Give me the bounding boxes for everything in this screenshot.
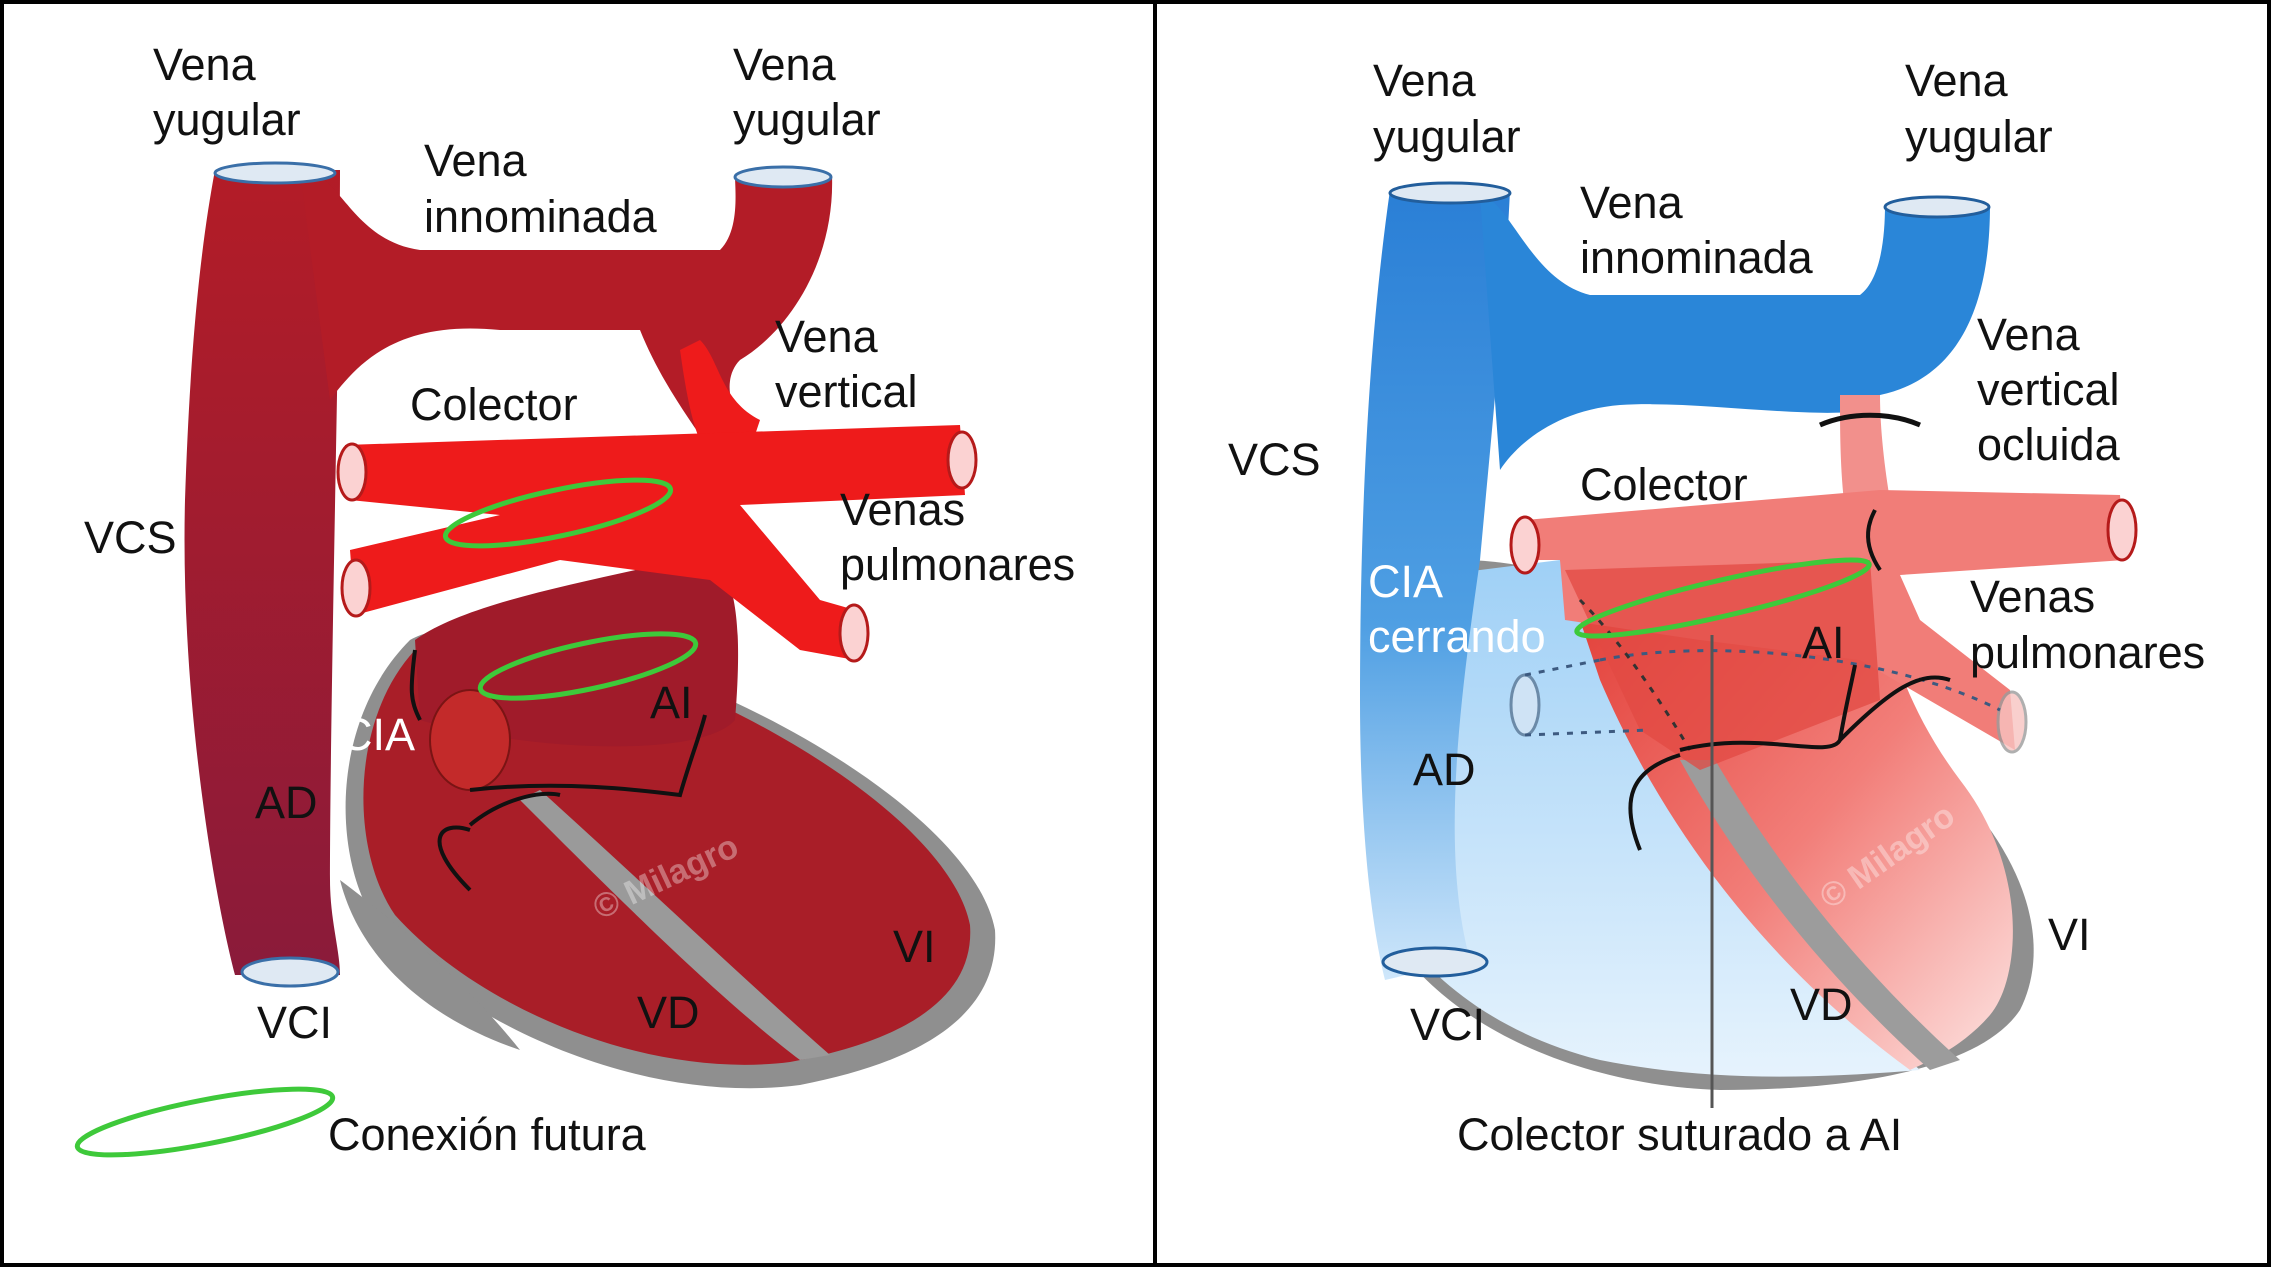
right-jugular-opening-2 bbox=[1883, 195, 1991, 219]
right-septum bbox=[1680, 760, 1960, 1070]
left-label-innominate-1: Vena bbox=[424, 135, 528, 186]
right-pulm-vein-opening-3 bbox=[1996, 690, 2028, 754]
left-label-jugular-left-1: Vena bbox=[153, 39, 257, 90]
left-jugular-opening-2 bbox=[733, 165, 833, 189]
left-pulm-vein-opening-3 bbox=[340, 558, 372, 618]
right-label-asd-2: cerrando bbox=[1368, 611, 1546, 662]
right-jugular-opening-1 bbox=[1388, 181, 1512, 205]
left-pulm-vein-opening-1 bbox=[336, 442, 368, 502]
right-label-asd-1: CIA bbox=[1368, 556, 1443, 607]
right-label-pulmonary-2: pulmonares bbox=[1970, 627, 2205, 678]
left-pulm-vein-opening-4 bbox=[838, 603, 870, 663]
right-panel: © Milagro Vena yugular Vena yugular Vena… bbox=[1228, 55, 2205, 1160]
right-la-region bbox=[1565, 560, 1880, 770]
right-label-jugular-left-2: yugular bbox=[1373, 111, 1521, 162]
right-av-valve-line bbox=[1679, 664, 1857, 752]
right-la-wall bbox=[1866, 509, 1882, 572]
left-heart-body bbox=[363, 638, 971, 1065]
right-mitral-line bbox=[1838, 675, 1951, 742]
left-asd bbox=[429, 689, 511, 791]
left-label-jugular-left-2: yugular bbox=[153, 94, 301, 145]
right-label-rv: VD bbox=[1790, 979, 1853, 1030]
right-label-innominate-1: Vena bbox=[1580, 177, 1684, 228]
left-pulm-vein-opening-2 bbox=[946, 430, 978, 490]
left-av-valve-line bbox=[469, 714, 707, 798]
right-pulm-vein-opening-1 bbox=[1509, 515, 1541, 575]
right-label-jugular-right-1: Vena bbox=[1905, 55, 2009, 106]
right-label-ivc: VCI bbox=[1410, 999, 1485, 1050]
left-panel: © Milagro Vena yugular Vena yugular Vena… bbox=[74, 39, 1075, 1160]
left-label-vertical-2: vertical bbox=[775, 366, 918, 417]
right-svc-ivc bbox=[1360, 190, 1510, 980]
left-label-rv: VD bbox=[637, 987, 700, 1038]
right-tricuspid-line bbox=[1628, 753, 1681, 851]
right-label-vertical-2: vertical bbox=[1977, 364, 2120, 415]
left-septum bbox=[520, 790, 830, 1060]
left-label-asd: CIA bbox=[340, 709, 415, 760]
right-label-innominate-2: innominada bbox=[1580, 232, 1814, 283]
left-mitral-line bbox=[468, 791, 561, 827]
left-ivc-opening bbox=[240, 956, 340, 988]
left-label-pulmonary-1: Venas bbox=[840, 484, 965, 535]
left-label-innominate-2: innominada bbox=[424, 191, 658, 242]
left-label-pulmonary-2: pulmonares bbox=[840, 539, 1075, 590]
left-collector bbox=[345, 425, 965, 660]
left-rv-wall bbox=[340, 880, 520, 1050]
right-label-pulmonary-1: Venas bbox=[1970, 571, 2095, 622]
left-label-lv: VI bbox=[893, 921, 936, 972]
left-label-collector: Colector bbox=[410, 379, 578, 430]
right-collector-marker bbox=[1574, 557, 1872, 639]
legend-label: Conexión futura bbox=[328, 1109, 647, 1160]
right-label-vertical-1: Vena bbox=[1977, 309, 2081, 360]
right-label-ra: AD bbox=[1413, 744, 1476, 795]
left-label-svc: VCS bbox=[84, 512, 177, 563]
right-label-lv: VI bbox=[2048, 909, 2091, 960]
right-label-la: AI bbox=[1802, 617, 1845, 668]
right-ligature bbox=[1819, 412, 1921, 428]
left-tricuspid-line bbox=[437, 825, 472, 892]
right-ivc-opening bbox=[1381, 946, 1489, 978]
right-label-jugular-right-2: yugular bbox=[1905, 111, 2053, 162]
left-label-la: AI bbox=[650, 677, 693, 728]
left-collector-marker bbox=[442, 477, 674, 549]
right-label-collector: Colector bbox=[1580, 459, 1748, 510]
left-ra-wall bbox=[409, 649, 422, 721]
left-jugular-opening-1 bbox=[213, 161, 337, 185]
left-label-ivc: VCI bbox=[257, 997, 332, 1048]
right-label-jugular-left-1: Vena bbox=[1373, 55, 1477, 106]
left-label-vertical-1: Vena bbox=[775, 311, 879, 362]
right-caption: Colector suturado a AI bbox=[1457, 1109, 1902, 1160]
left-label-jugular-right-1: Vena bbox=[733, 39, 837, 90]
left-label-jugular-right-2: yugular bbox=[733, 94, 881, 145]
right-dotted-vessels bbox=[1524, 649, 2001, 737]
left-svc-ivc bbox=[184, 170, 340, 975]
right-vertical-vein-occluded bbox=[1840, 395, 1890, 510]
left-la-marker bbox=[477, 631, 699, 701]
right-pulm-vein-opening-2 bbox=[2106, 498, 2138, 562]
right-pulm-vein-opening-4 bbox=[1509, 673, 1541, 737]
right-label-svc: VCS bbox=[1228, 434, 1321, 485]
right-label-vertical-3: ocluida bbox=[1977, 419, 2121, 470]
legend-marker bbox=[74, 1086, 336, 1158]
left-label-ra: AD bbox=[255, 777, 318, 828]
